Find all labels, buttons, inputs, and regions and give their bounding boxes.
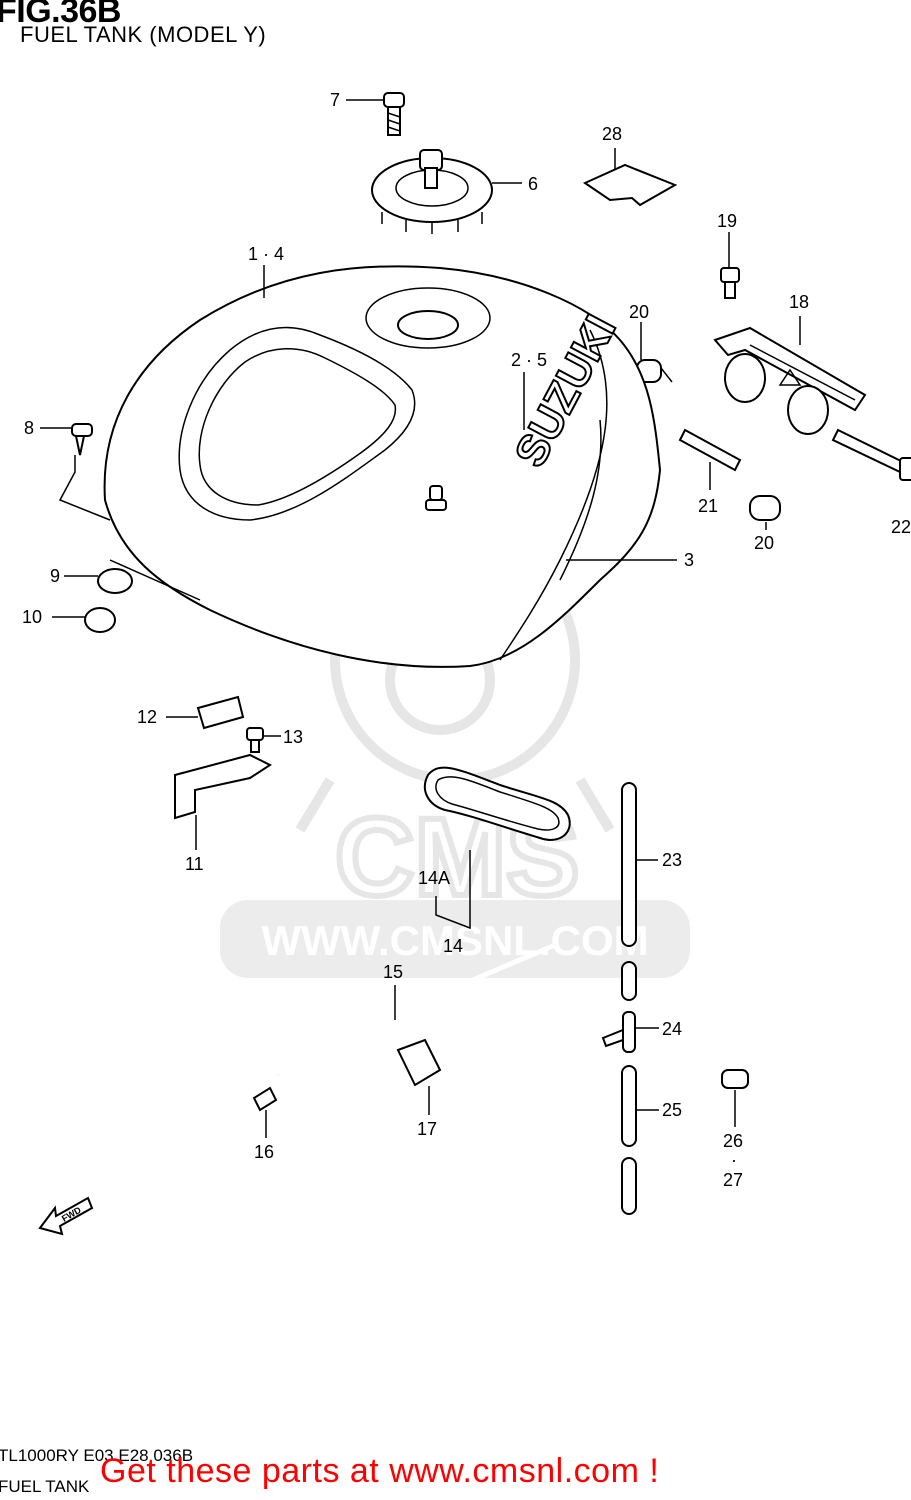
callout-25: 25 — [662, 1100, 682, 1120]
part-28-plate — [582, 163, 678, 207]
part-26-clip — [721, 1069, 749, 1089]
figure-number: FIG.36B — [0, 0, 121, 30]
callout-24: 24 — [662, 1019, 682, 1039]
callout-10: 10 — [22, 607, 42, 627]
callout-15: 15 — [383, 962, 403, 982]
callout-3: 3 — [684, 550, 694, 570]
callout-2-5: 2 · 5 — [511, 350, 547, 370]
part-13-bolt — [246, 727, 264, 753]
callout-12: 12 — [137, 707, 157, 727]
callout-27: 27 — [723, 1170, 743, 1190]
callout-22: 22 — [891, 517, 911, 537]
part-7-bolt — [383, 92, 405, 136]
part-23-hose — [621, 782, 637, 947]
part-16-cap — [252, 1086, 278, 1112]
part-20-grommet-lower — [749, 495, 781, 521]
part-21-pipe — [678, 428, 742, 472]
leader-lines — [40, 99, 801, 1138]
part-19-bolt — [720, 267, 740, 299]
promo-link[interactable]: Get these parts at www.cmsnl.com ! — [100, 1452, 660, 1490]
callout-23: 23 — [662, 850, 682, 870]
part-9-cushion — [97, 568, 133, 594]
callout-14: 14 — [443, 936, 463, 956]
callout-21: 21 — [698, 496, 718, 516]
part-24-tee-joint — [601, 1011, 636, 1053]
part-8-screw — [71, 423, 93, 456]
callout-20-upper: 20 — [629, 302, 649, 322]
figure-title: FUEL TANK (MODEL Y) — [20, 22, 267, 47]
part-15-rod — [275, 942, 556, 1077]
part-14a-bolt — [425, 485, 447, 511]
callout-8: 8 — [24, 418, 34, 438]
callout-7: 7 — [330, 90, 340, 110]
part-11-bracket — [174, 753, 273, 820]
watermark-url: WWW.CMSNL.COM — [261, 917, 648, 964]
part-14-gasket — [423, 766, 571, 841]
callout-13: 13 — [283, 727, 303, 747]
callout-9: 9 — [50, 566, 60, 586]
part-17-clamp — [396, 1038, 442, 1087]
part-18-bracket — [713, 326, 867, 435]
callout-1-4: 1 · 4 — [248, 244, 284, 264]
callout-26: 26 — [723, 1131, 743, 1151]
fwd-arrow: FWD — [38, 1196, 94, 1236]
part-1-fuel-tank: SUZUKI — [103, 265, 662, 668]
callout-20-lower: 20 — [754, 533, 774, 553]
part-23-hose-lower — [621, 961, 637, 1001]
callout-18: 18 — [789, 292, 809, 312]
part-25-hose — [621, 1065, 637, 1147]
footer-diagram-code: TL1000RY E03 E28 036B — [0, 1446, 194, 1465]
callout-11: 11 — [185, 854, 204, 874]
callout-19: 19 — [717, 211, 737, 231]
part-22-long-bolt — [831, 428, 911, 481]
callout-26-27-dot: · — [731, 1150, 737, 1170]
callout-16: 16 — [254, 1142, 274, 1162]
footer-diagram-name: FUEL TANK — [0, 1477, 90, 1496]
part-10-cushion — [84, 607, 116, 633]
watermark-logo: CMS WWW.CMSNL.COM — [220, 535, 690, 978]
part-6-fuel-cap — [371, 149, 493, 234]
callout-14a: 14A — [418, 868, 450, 888]
callout-28: 28 — [602, 124, 622, 144]
part-12-connector — [196, 695, 245, 730]
callout-6: 6 — [528, 174, 538, 194]
part-25-hose-lower — [621, 1157, 637, 1215]
callout-17: 17 — [417, 1119, 437, 1139]
